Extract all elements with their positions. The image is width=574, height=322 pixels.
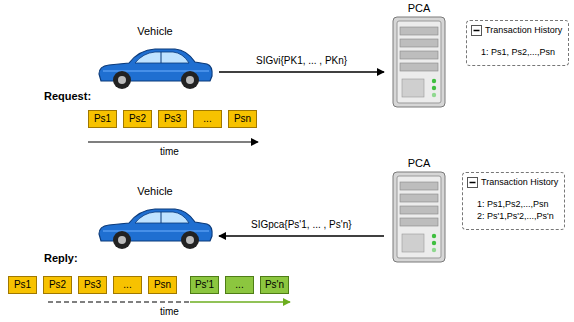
history-panel: Transaction History 1: Ps1, Ps2,...,Psn: [466, 20, 569, 66]
node-label: Ps'1: [195, 279, 214, 291]
pseudonym-box: ...: [193, 110, 222, 128]
node-label: Ps3: [164, 113, 181, 125]
node-label: Vehicle: [137, 24, 172, 38]
node-label: Ps2: [129, 113, 146, 125]
node-label: PCA: [408, 156, 431, 170]
panel-body: 1: Ps1,Ps2,...,Psn2: Ps'1,Ps'2,...,Ps'n: [467, 198, 558, 222]
vehicle-node: Vehicle: [95, 24, 215, 92]
pseudonym-box: Ps3: [78, 276, 107, 294]
node-label: Ps3: [84, 279, 101, 291]
message-label: SIGvi{PK1, ... , PKn}: [254, 55, 349, 67]
row-heading: Request:: [44, 90, 91, 102]
car-icon: [95, 198, 215, 252]
node-label: Ps'n: [265, 279, 284, 291]
pseudonym-box: ...: [113, 276, 142, 294]
pseudonym-box: Ps'1: [190, 276, 219, 294]
server-node: PCA: [388, 1, 450, 109]
history-entry: 2: Ps'1,Ps'2,...,Ps'n: [477, 210, 558, 222]
pseudonym-box: ...: [225, 276, 254, 294]
panel-header: Transaction History: [467, 176, 558, 188]
node-label: Psn: [234, 113, 251, 125]
server-icon: [388, 170, 450, 264]
history-entry: 1: Ps1, Ps2,...,Psn: [481, 46, 562, 58]
history-entry: 1: Ps1,Ps2,...,Psn: [477, 198, 558, 210]
server-node: PCA: [388, 156, 450, 264]
pseudonym-box: Psn: [148, 276, 177, 294]
pseudonym-box: Ps1: [8, 276, 37, 294]
pseudonym-box: Ps'n: [260, 276, 289, 294]
axis-label: time: [160, 146, 179, 158]
node-label: ...: [123, 279, 131, 291]
node-label: ...: [235, 279, 243, 291]
car-icon: [95, 38, 215, 92]
axis-label: time: [160, 306, 179, 318]
node-label: Vehicle: [137, 184, 172, 198]
panel-body: 1: Ps1, Ps2,...,Psn: [471, 46, 562, 58]
collapse-icon: [471, 25, 482, 36]
panel-heading: Transaction History: [481, 176, 558, 188]
time-axis-past: [48, 301, 190, 302]
node-label: ...: [203, 113, 211, 125]
server-icon: [388, 15, 450, 109]
pseudonym-box: Ps3: [158, 110, 187, 128]
panel-header: Transaction History: [471, 24, 562, 36]
node-label: Ps2: [49, 279, 66, 291]
time-axis-new: [190, 301, 290, 302]
pseudonym-box: Ps2: [123, 110, 152, 128]
panel-heading: Transaction History: [485, 24, 562, 36]
time-axis: [88, 141, 258, 142]
pseudonym-box: Psn: [228, 110, 257, 128]
vehicle-node: Vehicle: [95, 184, 215, 252]
message-arrow: [219, 71, 384, 72]
pseudonym-box: Ps1: [88, 110, 117, 128]
row-heading: Reply:: [44, 252, 78, 264]
message-label: SIGpca{Ps'1, ... , Ps'n}: [249, 219, 354, 231]
pseudonym-box: Ps2: [43, 276, 72, 294]
node-label: Ps1: [94, 113, 111, 125]
message-arrow: [219, 235, 384, 236]
history-panel: Transaction History 1: Ps1,Ps2,...,Psn2: …: [462, 172, 565, 230]
node-label: PCA: [408, 1, 431, 15]
node-label: Psn: [154, 279, 171, 291]
collapse-icon: [467, 177, 478, 188]
node-label: Ps1: [14, 279, 31, 291]
